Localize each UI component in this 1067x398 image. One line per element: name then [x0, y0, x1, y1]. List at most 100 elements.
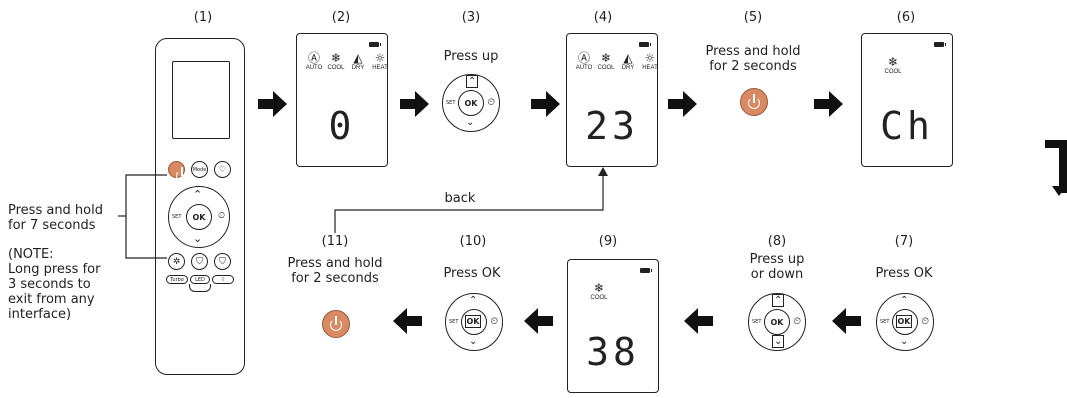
caption-step-8: Press up or down	[749, 252, 805, 282]
drop-icon: ◭	[353, 51, 363, 65]
snowflake-icon: ❄	[600, 51, 612, 65]
ok-button[interactable]: OK	[764, 309, 790, 335]
mode-cool-label: COOL	[597, 65, 615, 71]
down-button-icon[interactable]: ⌄	[469, 336, 478, 347]
mode-cool-label: COOL	[884, 69, 902, 75]
caption-step-5: Press and hold for 2 seconds	[705, 44, 801, 74]
ok-button[interactable]: OK	[465, 315, 481, 328]
step-number-8: (8)	[767, 234, 787, 249]
remote-up-icon[interactable]: ⌃	[193, 188, 203, 201]
up-button-icon[interactable]: ⌃	[466, 75, 479, 88]
up-button-icon[interactable]: ⌃	[772, 294, 785, 307]
up-button-icon[interactable]: ⌃	[469, 295, 478, 306]
caption-step-3: Press up	[443, 49, 499, 64]
ok-button-ring[interactable]	[461, 309, 487, 335]
dpad-step-3: ⌃ OK SET ⏲ ⌄	[442, 74, 500, 132]
auto-icon: Ⓐ	[307, 51, 320, 65]
remote-fan-button[interactable]: ♡	[214, 161, 231, 178]
remote-set-label[interactable]: SET	[172, 214, 182, 220]
set-label: SET	[880, 319, 890, 325]
remote-led-button[interactable]: LED	[190, 275, 210, 284]
snowflake-icon: ❄	[593, 281, 605, 295]
step-number-3: (3)	[461, 10, 481, 25]
display-step-9: ❄ COOL 38	[567, 259, 659, 393]
remote-swing-button[interactable]: ✲	[168, 253, 185, 270]
display-value: Ch	[880, 104, 934, 148]
display-step-6: ❄ COOL Ch	[861, 33, 953, 167]
remote-turbo-button[interactable]: Turbo	[166, 275, 188, 284]
remote-screen	[172, 61, 230, 139]
caption-step-7: Press OK	[875, 266, 933, 281]
mode-heat: ☼HEAT	[371, 52, 389, 72]
mode-auto-label: AUTO	[305, 65, 323, 71]
remote-fan-down-button[interactable]: ⛉	[214, 253, 231, 270]
ok-button[interactable]: OK	[896, 315, 912, 328]
mode-cool: ❄COOL	[327, 52, 345, 72]
arrow-5-6-icon	[814, 91, 843, 117]
mode-heat-label: HEAT	[372, 65, 388, 71]
drop-icon: ◭	[623, 51, 633, 65]
snowflake-icon: ❄	[887, 55, 899, 69]
battery-icon	[369, 42, 381, 47]
power-button-step-11[interactable]	[322, 310, 350, 338]
mode-dry: ◭DRY	[349, 52, 367, 72]
back-arrow-head	[598, 167, 608, 176]
step-number-9: (9)	[598, 234, 618, 249]
mode-heat: ☼HEAT	[641, 52, 659, 72]
ok-button-ring[interactable]	[892, 309, 918, 335]
down-button-icon[interactable]: ⌄	[772, 335, 785, 348]
arrow-7-8-icon	[832, 308, 861, 334]
remote-power-button[interactable]	[168, 161, 188, 182]
step-number-6: (6)	[896, 10, 916, 25]
step-number-4: (4)	[593, 10, 613, 25]
timer-icon: ⏲	[793, 316, 801, 327]
sun-icon: ☼	[644, 51, 656, 65]
remote-down-icon[interactable]: ⌄	[193, 232, 203, 245]
mode-cool-label: COOL	[590, 295, 608, 301]
up-button-icon[interactable]: ⌃	[900, 295, 909, 306]
remote-timer-icon[interactable]: ⏲	[217, 211, 225, 221]
set-label: SET	[449, 319, 459, 325]
arrow-3-4-icon	[531, 91, 560, 117]
step-number-2: (2)	[331, 10, 351, 25]
display-value: 38	[586, 330, 640, 374]
remote-mode-button[interactable]: Mode	[191, 161, 208, 178]
remote-fan-up-button[interactable]: ⛉	[191, 253, 208, 270]
remote-control: Mode ♡ ⌃ OK SET ⏲ ⌄ ✲ ⛉ ⛉ Turbo LED ⌔	[155, 38, 245, 375]
ok-button[interactable]: OK	[458, 90, 484, 116]
remote-dpad: ⌃ OK SET ⏲ ⌄	[168, 186, 230, 248]
timer-icon: ⏲	[487, 97, 495, 108]
set-label: SET	[446, 100, 456, 106]
step-number-1: (1)	[193, 10, 213, 25]
mode-dry: ◭DRY	[619, 52, 637, 72]
arrow-8-9-icon	[684, 308, 713, 334]
set-label: SET	[752, 319, 762, 325]
dpad-step-10: ⌃ OK SET ⏲ ⌄	[445, 293, 503, 351]
mode-cool: ❄ COOL	[590, 282, 608, 302]
remote-ok-button[interactable]: OK	[186, 204, 212, 230]
step-number-10: (10)	[459, 234, 487, 249]
step-number-5: (5)	[743, 10, 763, 25]
dpad-step-7: ⌃ OK SET ⏲ ⌄	[876, 293, 934, 351]
mode-dry-label: DRY	[351, 65, 365, 71]
timer-icon: ⏲	[921, 316, 929, 327]
arrow-10-11-icon	[393, 308, 422, 334]
mode-heat-label: HEAT	[642, 65, 658, 71]
down-button-icon[interactable]: ⌄	[466, 117, 475, 128]
remote-lock-icon	[189, 284, 211, 292]
battery-icon	[640, 268, 652, 273]
sun-icon: ☼	[374, 51, 386, 65]
mode-cool-label: COOL	[327, 65, 345, 71]
power-button-step-5[interactable]	[740, 88, 768, 116]
wrap-arrow-icon	[1045, 140, 1067, 193]
down-button-icon[interactable]: ⌄	[900, 336, 909, 347]
remote-wifi-button[interactable]: ⌔	[212, 275, 234, 284]
dpad-step-8: ⌃ OK SET ⏲ ⌄	[748, 293, 806, 351]
auto-icon: Ⓐ	[577, 51, 590, 65]
left-note-caption: (NOTE: Long press for 3 seconds to exit …	[8, 247, 101, 322]
display-value: 0	[328, 104, 356, 148]
arrow-4-5-icon	[668, 91, 697, 117]
